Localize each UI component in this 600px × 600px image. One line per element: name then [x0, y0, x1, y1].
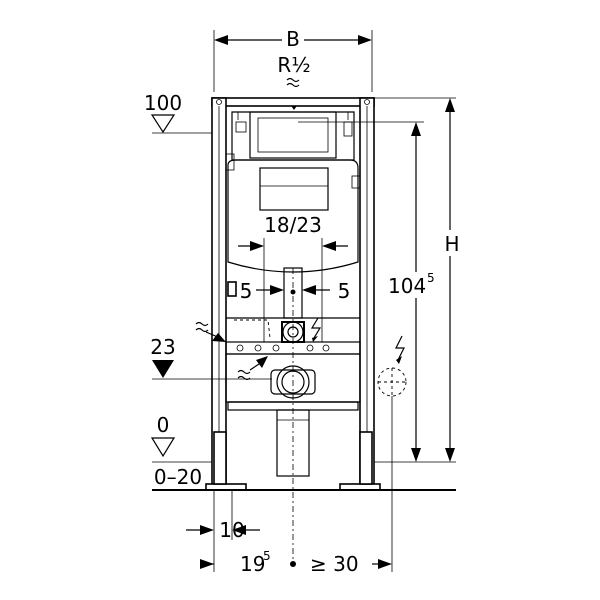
- electric-bolt-icon: [310, 317, 322, 339]
- floor-level-marker: 0 0–20: [150, 413, 456, 491]
- flush-spacing-dimension: 18/23: [238, 213, 348, 342]
- flush-spacing-label: 18/23: [264, 213, 322, 237]
- flush-pipe: [283, 267, 303, 560]
- level-top-label: 100: [144, 91, 182, 115]
- drain-connection: [225, 353, 361, 477]
- offset-dimensions: 5 5: [227, 279, 351, 303]
- height-label: H: [444, 232, 459, 256]
- electric-bolt-icon: [395, 335, 405, 361]
- offset-left-label: 5: [240, 279, 253, 303]
- bottom-dimensions: 10 19 5 ≥ 30: [186, 396, 393, 576]
- axis-offset-superscript: 5: [263, 549, 271, 563]
- width-label-text: B: [286, 27, 300, 51]
- electrical-connection: [377, 335, 407, 397]
- water-connection-label-group: R½: [277, 53, 311, 110]
- water-connection-label: R½: [277, 53, 310, 77]
- level-100-marker: 100: [144, 91, 212, 134]
- level-mid-label: 23: [150, 335, 175, 359]
- min-distance-label: ≥ 30: [310, 552, 359, 576]
- installation-frame: [205, 97, 381, 491]
- axis-offset-label: 19: [240, 552, 265, 576]
- level-23-marker: 23: [150, 335, 272, 380]
- water-wave-icon: [237, 369, 251, 375]
- water-wave-icon: [286, 77, 300, 83]
- height-value-label: 104: [388, 274, 426, 298]
- water-wave-icon: [195, 321, 209, 327]
- floor-range-label: 0–20: [154, 465, 202, 489]
- level-floor-label: 0: [157, 413, 170, 437]
- height-value-superscript: 5: [427, 271, 435, 285]
- cistern: [225, 111, 361, 273]
- water-inlet-symbol: [195, 321, 226, 342]
- height-dimensions: H 104 5: [298, 97, 464, 463]
- width-dimension: B B: [213, 26, 373, 92]
- bottom-offset-label: 10: [219, 518, 244, 542]
- offset-right-label: 5: [338, 279, 351, 303]
